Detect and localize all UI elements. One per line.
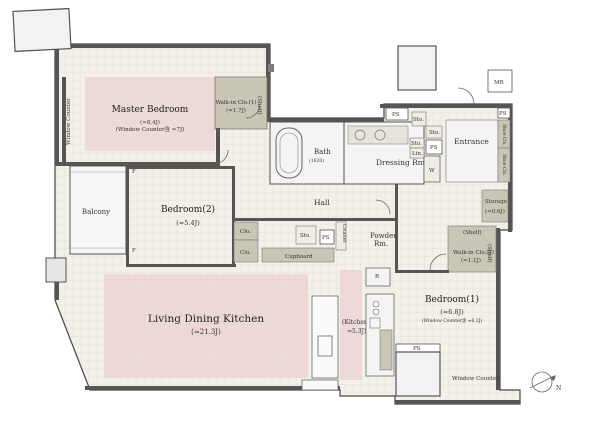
bedroom-1-note: (Window Counter含 ≈6.2J)	[422, 317, 483, 324]
f-label-1: F	[132, 169, 136, 175]
sto-1	[411, 111, 427, 127]
powder-label-2: Rm.	[374, 240, 388, 248]
balcony-label: Balcony	[82, 208, 110, 216]
bath-label: Bath	[314, 148, 331, 156]
walkin-closet-1-area: (≈1.7J)	[226, 107, 246, 114]
bath-size: (1620)	[309, 157, 324, 164]
entrance-label: Entrance	[454, 137, 489, 146]
column-top-left	[12, 7, 72, 53]
balcony	[69, 165, 127, 255]
svg-text:PS: PS	[430, 145, 438, 151]
ldk-label: Living Dining Kitchen	[148, 313, 264, 325]
column-left-bottom	[45, 257, 67, 283]
bath-room	[269, 121, 345, 185]
ps-3	[497, 107, 511, 119]
kitchen-island	[311, 295, 339, 379]
svg-text:PS: PS	[392, 112, 400, 118]
powder-label-1: Powder	[370, 232, 397, 240]
svg-text:Shoe Clo.: Shoe Clo.	[501, 154, 507, 176]
mb-box	[487, 69, 513, 93]
entrance-floor	[445, 119, 499, 183]
walkin-closet-1-label: Walk-in Clo.(1)	[215, 99, 256, 106]
svg-text:Lin.: Lin.	[412, 151, 423, 157]
ldk-floor	[104, 274, 308, 378]
cupboard	[261, 247, 335, 263]
lin	[409, 147, 425, 159]
storage-label: Storage	[485, 199, 507, 205]
svg-text:PS: PS	[413, 346, 421, 352]
closet-b-label: Clo.	[240, 250, 251, 256]
master-bedroom-area: (≈8.4J)	[140, 119, 160, 126]
svg-text:Counter: Counter	[341, 224, 347, 243]
shelf-3-label: (Shelf)	[486, 244, 493, 263]
svg-text:Sto.: Sto.	[429, 130, 440, 136]
kitchen-shelf	[379, 329, 393, 371]
ps-2	[425, 139, 443, 155]
walkin-closet-2-label: Walk-in Clo.(2)	[453, 249, 494, 256]
shelf-2-label: (Shelf)	[463, 229, 482, 236]
svg-text:W: W	[429, 168, 435, 174]
bedroom-1-area: (≈6.8J)	[440, 308, 464, 316]
dressing-room-label: Dressing Rm.	[376, 158, 427, 167]
window-counter-left: Window Counter	[66, 98, 72, 145]
sto-hall	[295, 225, 317, 245]
shoe-closet-2	[497, 147, 511, 183]
mb-label: MB	[494, 80, 504, 86]
svg-text:PS: PS	[322, 235, 330, 241]
kitchen-area: ≈5.3J)	[347, 328, 366, 335]
closet-b	[233, 239, 259, 263]
window-counter-bottom: Window Counter	[452, 376, 499, 382]
shelf-1-label: (Shelf)	[256, 96, 263, 115]
svg-text:PS: PS	[499, 111, 507, 117]
bathtub	[275, 127, 303, 179]
svg-text:Shoe Clo.: Shoe Clo.	[501, 124, 507, 146]
walkin-closet-2	[447, 225, 497, 273]
svg-text:Sto.: Sto.	[411, 141, 422, 147]
master-bedroom-note: (Window Counter含 ≈7J)	[116, 125, 185, 133]
hall-label: Hall	[314, 198, 330, 207]
ps-4	[319, 229, 335, 245]
column-top	[397, 45, 437, 91]
storage-area: (≈0.6J)	[485, 208, 505, 215]
cupboard-label: Cupboard	[285, 254, 313, 260]
kitchen-floor	[340, 270, 362, 380]
walkin-closet-1	[214, 76, 268, 130]
ps-1	[385, 107, 409, 121]
column-bottom	[395, 351, 441, 397]
master-bedroom-floor	[85, 77, 215, 151]
svg-text:Sto.: Sto.	[413, 117, 424, 123]
compass-icon: N	[529, 371, 561, 393]
bottom-strip	[301, 379, 339, 391]
w-box	[423, 155, 441, 183]
f-label-2: F	[132, 248, 136, 254]
ldk-area: (≈21.3J)	[191, 328, 221, 336]
compass-label: N	[556, 385, 561, 392]
sto-2	[425, 125, 443, 139]
counter-strip	[335, 221, 347, 251]
fridge-label: R	[375, 274, 380, 280]
walkin-closet-2-area: (≈1.1J)	[461, 257, 481, 264]
master-bedroom-label: Master Bedroom	[112, 105, 189, 115]
fridge	[365, 267, 391, 287]
storage	[481, 189, 509, 223]
bedroom-2-area: (≈5.4J)	[176, 219, 200, 227]
bedroom-2-label: Bedroom(2)	[161, 204, 215, 215]
kitchen-label: (Kitchen	[342, 319, 368, 326]
svg-text:Sto.: Sto.	[300, 233, 311, 239]
closet-a-label: Clo.	[240, 229, 251, 235]
pillar	[268, 64, 274, 72]
bedroom-1-label: Bedroom(1)	[425, 294, 479, 305]
